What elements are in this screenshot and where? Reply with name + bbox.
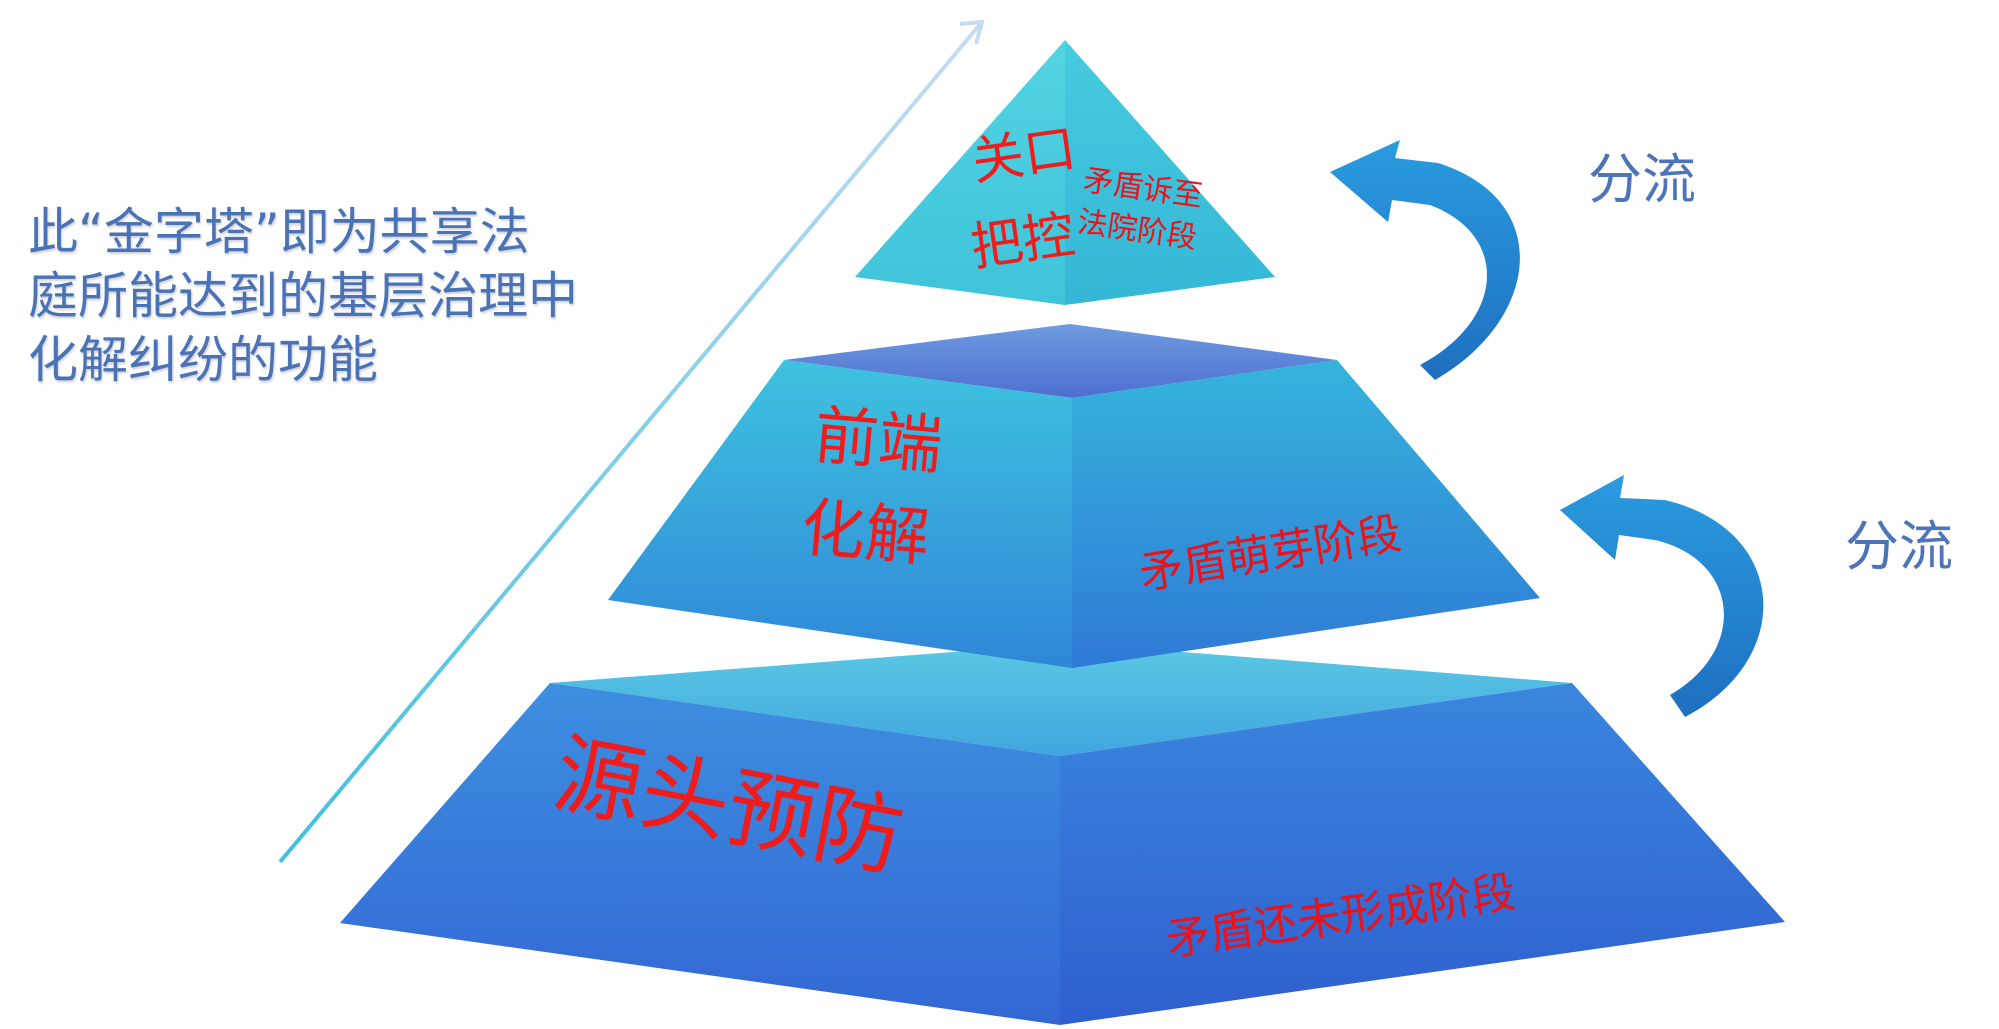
- bottom-tier-left-face: [340, 683, 1060, 1025]
- pyramid-bottom-tier: [340, 643, 1785, 1025]
- pyramid-top-tier: [855, 40, 1275, 305]
- caption-line-3: 化解纠纷的功能: [28, 331, 378, 389]
- top-tier-left-face: [855, 40, 1065, 305]
- caption-line-2: 庭所能达到的基层治理中: [28, 267, 578, 325]
- flow-arrow-bottom: [1560, 475, 1764, 717]
- flow-arrow-top: [1330, 140, 1520, 380]
- pyramid-caption: 此“金字塔”即为共享法 庭所能达到的基层治理中 化解纠纷的功能: [28, 200, 648, 392]
- middle-tier-label-line-1: 前端: [811, 399, 945, 484]
- top-tier-label-line-1: 关口: [968, 119, 1079, 193]
- middle-tier-left-face: [608, 360, 1072, 668]
- bottom-tier-top-face: [550, 643, 1572, 756]
- middle-tier-label-line-2: 化解: [798, 491, 932, 576]
- middle-tier-top-face: [784, 324, 1337, 398]
- middle-tier-right-face: [1072, 360, 1540, 668]
- top-tier-label: 关口 把控: [967, 119, 1079, 279]
- middle-tier-label: 前端 化解: [798, 399, 945, 576]
- flow-label-bottom: 分流: [1845, 515, 1953, 578]
- top-tier-right-face: [1065, 40, 1275, 305]
- flow-label-top: 分流: [1588, 148, 1696, 211]
- bottom-tier-right-face: [1060, 683, 1785, 1025]
- caption-line-1: 此“金字塔”即为共享法: [28, 203, 530, 261]
- top-tier-label-line-2: 把控: [967, 205, 1078, 279]
- rising-arrow: [278, 19, 985, 864]
- pyramid-middle-tier: [608, 324, 1540, 668]
